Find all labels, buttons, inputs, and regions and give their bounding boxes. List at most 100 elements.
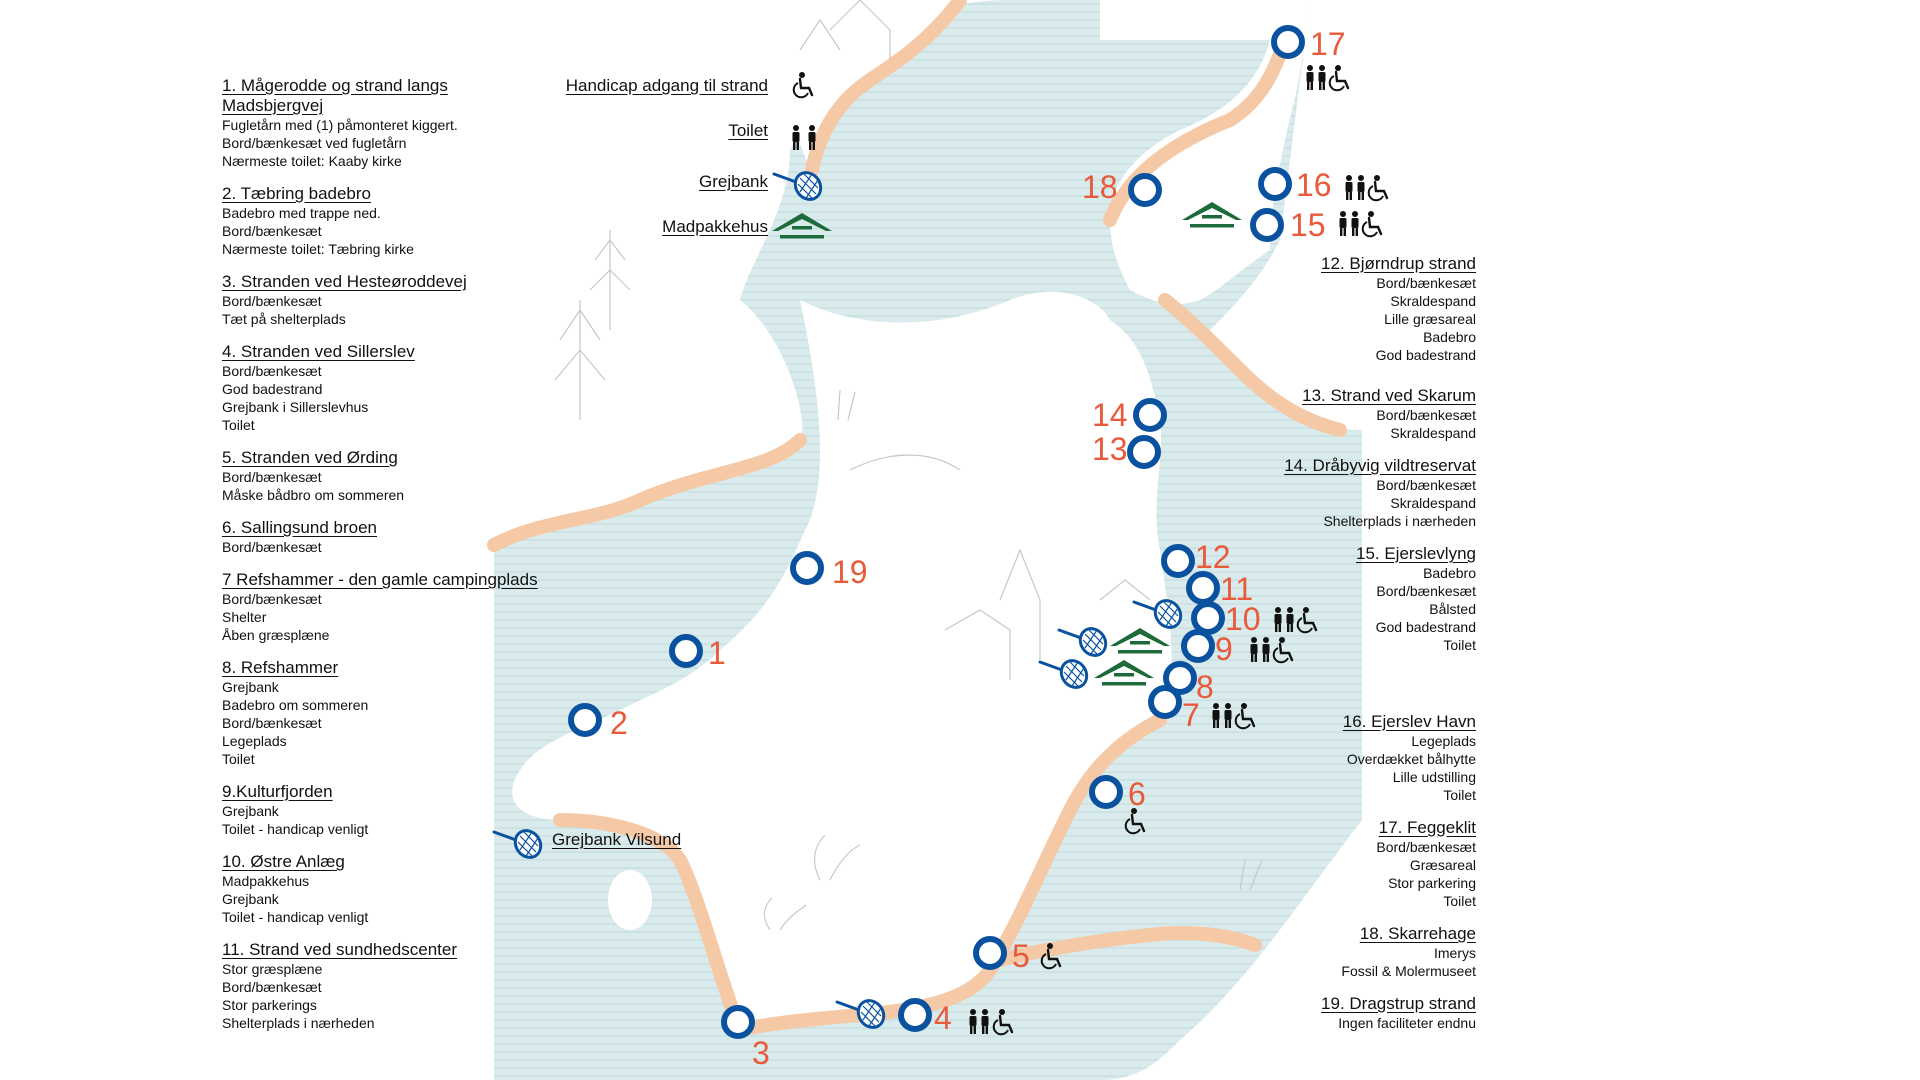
location-marker-3[interactable]: 3 [721, 1005, 770, 1071]
location-title: 13. Strand ved Skarum [1302, 386, 1476, 405]
location-marker-2[interactable]: 2 [568, 703, 628, 741]
marker-number: 7 [1182, 697, 1200, 733]
marker-ring [1127, 435, 1161, 469]
location-detail: God badestrand [1375, 619, 1476, 635]
location-marker-18[interactable]: 18 [1082, 169, 1162, 207]
marker-ring [721, 1005, 755, 1039]
marker-number: 12 [1195, 539, 1231, 575]
marker-ring [669, 634, 703, 668]
location-title: 9.Kulturfjorden [222, 782, 333, 801]
location-detail: Badebro [1423, 565, 1476, 581]
location-title: 18. Skarrehage [1359, 924, 1476, 943]
location-title: 14. Dråbyvig vildtreservat [1284, 456, 1476, 475]
marker-ring [1186, 571, 1220, 605]
location-12: 12. Bjørndrup strand Bord/bænkesæt Skral… [1240, 254, 1476, 364]
location-marker-19[interactable]: 19 [790, 551, 868, 590]
location-detail: Skraldespand [1390, 425, 1476, 441]
location-detail: Nærmeste toilet: Kaaby kirke [222, 153, 402, 169]
location-marker-7[interactable]: 7 [1148, 685, 1200, 733]
location-detail: Ingen faciliteter endnu [1338, 1015, 1476, 1031]
location-detail: Imerys [1434, 945, 1476, 961]
location-detail: Måske bådbro om sommeren [222, 487, 405, 503]
location-marker-9[interactable]: 9 [1181, 629, 1233, 667]
location-7: 7 Refshammer - den gamle campingplads Bo… [222, 570, 602, 644]
fjord-water [494, 0, 1362, 1080]
location-detail: Toilet - handicap venligt [222, 909, 369, 925]
location-detail: Toilet [1443, 787, 1476, 803]
wheelchair-icon [1361, 209, 1383, 238]
wheelchair-icon [1367, 173, 1389, 202]
marker-number: 19 [832, 554, 868, 590]
marker-number: 4 [934, 1000, 952, 1036]
location-marker-8[interactable]: 8 [1163, 661, 1214, 705]
legend-left: 1. Mågerodde og strand langs Madsbjergve… [222, 76, 602, 1046]
location-title: 2. Tæbring badebro [222, 184, 372, 203]
location-detail: Fugletårn med (1) påmonteret kiggert. [222, 117, 458, 133]
location-marker-5[interactable]: 5 [973, 936, 1030, 974]
location-detail: Grejbank i Sillerslevhus [222, 399, 369, 415]
location-detail: Toilet [222, 751, 255, 767]
location-detail: Toilet [1443, 637, 1476, 653]
location-detail: Lille udstilling [1392, 769, 1476, 785]
location-title: 7 Refshammer - den gamle campingplads [222, 570, 538, 589]
marker-ring [1191, 601, 1225, 635]
location-marker-4[interactable]: 4 [898, 998, 952, 1036]
location-title: 5. Stranden ved Ørding [222, 448, 398, 467]
location-detail: Stor parkerings [222, 997, 317, 1013]
location-detail: Legeplads [222, 733, 287, 749]
location-detail: Bord/bænkesæt [222, 469, 322, 485]
legend-key-grejbank: Grejbank [699, 172, 768, 191]
location-detail: Åben græsplæne [222, 627, 330, 643]
location-17: 17. Feggeklit Bord/bænkesæt Græsareal St… [1240, 818, 1476, 910]
marker-number: 1 [708, 635, 726, 671]
marker-number: 13 [1092, 431, 1128, 467]
location-marker-12[interactable]: 12 [1161, 539, 1231, 578]
location-detail: Badebro [1423, 329, 1476, 345]
location-title: 17. Feggeklit [1378, 818, 1476, 837]
marker-ring [1181, 629, 1215, 663]
marker-number: 11 [1220, 571, 1253, 607]
marker-number: 6 [1128, 776, 1146, 812]
location-detail: Skraldespand [1390, 293, 1476, 309]
location-marker-15[interactable]: 15 [1250, 207, 1326, 243]
location-title: 11. Strand ved sundhedscenter [222, 940, 458, 959]
location-marker-10[interactable]: 10 [1191, 601, 1261, 637]
legend-key-toilet: Toilet [728, 121, 768, 140]
location-marker-11[interactable]: 11 [1186, 571, 1253, 607]
location-detail: Græsareal [1409, 857, 1476, 873]
marker-ring [1271, 25, 1305, 59]
location-detail: Bord/bænkesæt [222, 715, 322, 731]
location-marker-6[interactable]: 6 [1089, 775, 1146, 812]
location-detail: Toilet - handicap venligt [222, 821, 369, 837]
location-16: 16. Ejerslev Havn Legeplads Overdækket b… [1240, 712, 1476, 804]
location-detail: Bord/bænkesæt ved fugletårn [222, 135, 407, 151]
marker-ring [790, 551, 824, 585]
location-detail: Bord/bænkesæt [1376, 275, 1476, 291]
marker-ring [1250, 208, 1284, 242]
location-detail: Bord/bænkesæt [222, 591, 322, 607]
location-marker-17[interactable]: 17 [1271, 25, 1346, 62]
location-detail: Bord/bænkesæt [222, 363, 322, 379]
location-5: 5. Stranden ved Ørding Bord/bænkesæt Mås… [222, 448, 602, 504]
location-title: 6. Sallingsund broen [222, 518, 378, 537]
marker-number: 5 [1012, 938, 1030, 974]
location-title: 16. Ejerslev Havn [1342, 712, 1476, 731]
marker-number: 15 [1290, 207, 1326, 243]
location-detail: Grejbank [222, 679, 279, 695]
location-detail: Bord/bænkesæt [1376, 407, 1476, 423]
legend-right: 12. Bjørndrup strand Bord/bænkesæt Skral… [1240, 254, 1476, 1046]
location-marker-1[interactable]: 1 [669, 634, 726, 671]
location-detail: Tæt på shelterplads [222, 311, 346, 327]
location-marker-13[interactable]: 13 [1092, 431, 1161, 469]
marker-number: 8 [1196, 669, 1214, 705]
marker-ring [973, 936, 1007, 970]
location-marker-16[interactable]: 16 [1258, 167, 1332, 203]
location-19: 19. Dragstrup strand Ingen faciliteter e… [1240, 994, 1476, 1032]
location-title: 15. Ejerslevlyng [1355, 544, 1476, 563]
location-detail: God badestrand [222, 381, 323, 397]
location-detail: Overdækket bålhytte [1346, 751, 1476, 767]
marker-number: 9 [1215, 631, 1233, 667]
location-marker-14[interactable]: 14 [1092, 397, 1167, 433]
marker-ring [1163, 661, 1197, 695]
